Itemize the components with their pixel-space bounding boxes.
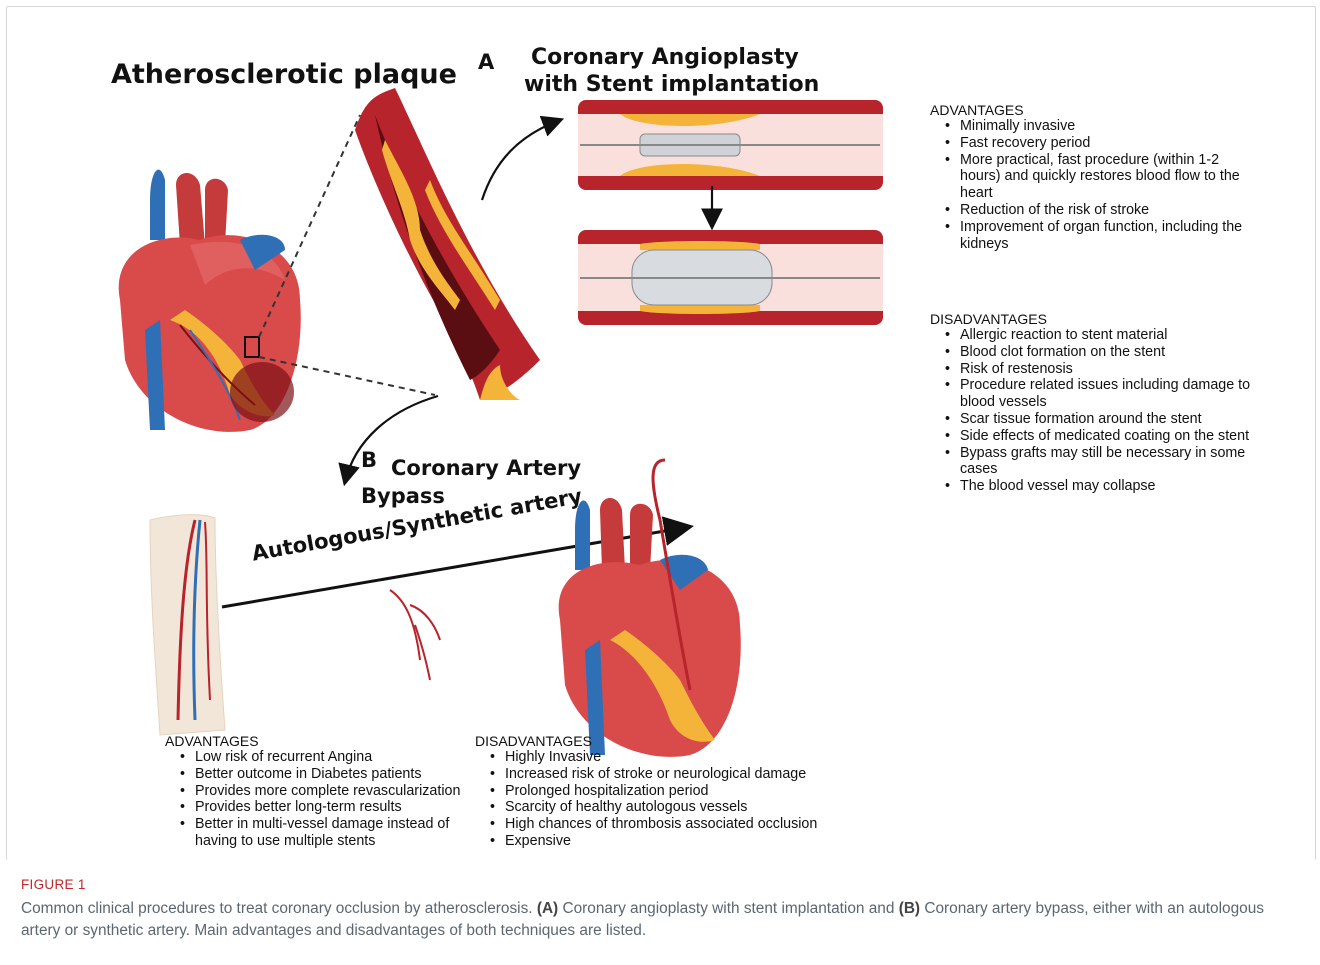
list-item: Prolonged hospitalization period	[505, 783, 865, 800]
panel-a-title-line1: Coronary Angioplasty	[531, 45, 799, 70]
panel-b-disadvantages-title: DISADVANTAGES	[475, 733, 865, 749]
list-item: Blood clot formation on the stent	[960, 344, 1260, 361]
list-item: Allergic reaction to stent material	[960, 327, 1260, 344]
list-item: Minimally invasive	[960, 118, 1260, 135]
caption-ref-a: (A)	[537, 900, 558, 917]
list-item: Procedure related issues including damag…	[960, 377, 1260, 411]
panel-a-disadvantages-title: DISADVANTAGES	[930, 311, 1260, 327]
panel-b-letter: B	[361, 448, 377, 472]
bypass-heart-icon	[559, 460, 741, 757]
panel-a-advantages: ADVANTAGES Minimally invasive Fast recov…	[930, 102, 1260, 252]
plaque-artery-icon	[355, 88, 540, 400]
list-item: Better in multi-vessel damage instead of…	[195, 816, 485, 850]
list-item: Increased risk of stroke or neurological…	[505, 766, 865, 783]
caption-ref-b: (B)	[899, 900, 920, 917]
list-item: Highly Invasive	[505, 749, 865, 766]
figure-label: FIGURE 1	[21, 877, 86, 892]
list-item: High chances of thrombosis associated oc…	[505, 816, 865, 833]
list-item: Scar tissue formation around the stent	[960, 411, 1260, 428]
heart-icon	[119, 170, 301, 432]
panel-a-title-line2: with Stent implantation	[524, 72, 819, 97]
arrow-to-stent	[482, 120, 560, 200]
stent-vessel-bottom-icon	[578, 230, 883, 325]
artery-branch-icon	[390, 590, 440, 680]
list-item: Fast recovery period	[960, 135, 1260, 152]
plaque-title: Atherosclerotic plaque	[111, 59, 457, 90]
leg-icon	[150, 515, 225, 735]
list-item: Better outcome in Diabetes patients	[195, 766, 485, 783]
list-item: Improvement of organ function, including…	[960, 219, 1260, 253]
list-item: Side effects of medicated coating on the…	[960, 428, 1260, 445]
panel-b-advantages: ADVANTAGES Low risk of recurrent Angina …	[165, 733, 485, 850]
panel-b-disadvantages: DISADVANTAGES Highly Invasive Increased …	[475, 733, 865, 850]
list-item: Provides more complete revascularization	[195, 783, 485, 800]
list-item: Risk of restenosis	[960, 361, 1260, 378]
list-item: The blood vessel may collapse	[960, 478, 1260, 495]
panel-a-letter: A	[478, 50, 494, 74]
panel-b-title-line1: Coronary Artery	[391, 456, 581, 480]
panel-a-advantages-title: ADVANTAGES	[930, 102, 1260, 118]
list-item: Expensive	[505, 833, 865, 850]
caption-text: Coronary angioplasty with stent implanta…	[558, 900, 899, 917]
list-item: Provides better long-term results	[195, 799, 485, 816]
caption-text: Common clinical procedures to treat coro…	[21, 900, 537, 917]
panel-b-advantages-title: ADVANTAGES	[165, 733, 485, 749]
list-item: More practical, fast procedure (within 1…	[960, 152, 1260, 202]
panel-b-title-line2: Bypass	[361, 484, 445, 508]
list-item: Bypass grafts may still be necessary in …	[960, 445, 1260, 479]
list-item: Low risk of recurrent Angina	[195, 749, 485, 766]
stent-vessel-top-icon	[578, 100, 883, 190]
figure-caption: Common clinical procedures to treat coro…	[21, 898, 1291, 942]
panel-a-disadvantages: DISADVANTAGES Allergic reaction to stent…	[930, 311, 1260, 495]
list-item: Scarcity of healthy autologous vessels	[505, 799, 865, 816]
zoom-line	[259, 115, 360, 337]
list-item: Reduction of the risk of stroke	[960, 202, 1260, 219]
